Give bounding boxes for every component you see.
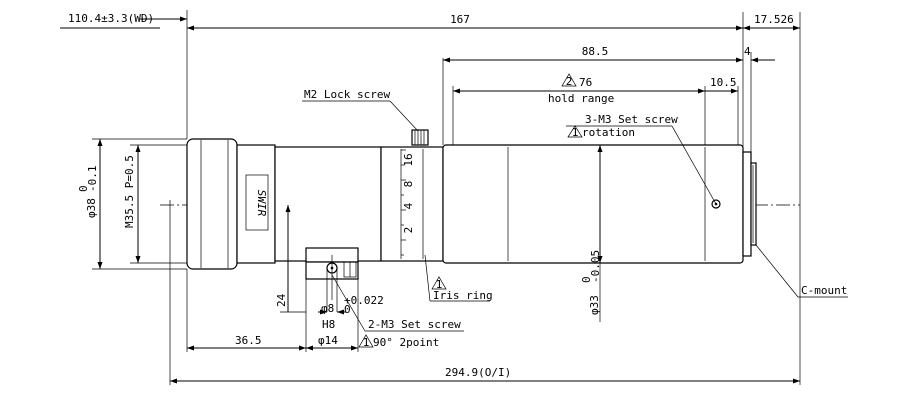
dimension-mount-width: 4 [730, 45, 775, 152]
c-mount-label: C-mount [801, 284, 847, 297]
rotation-set-screw-title: 3-M3 Set screw [585, 113, 678, 126]
mount-width-label: 4 [744, 45, 751, 58]
callout-rotation-set-screw: 3-M3 Set screw 1 rotation [566, 113, 717, 205]
dimension-bracket-offset: 36.5 [186, 269, 306, 352]
hold-range-value: 76 [579, 76, 592, 89]
note-marker-1: 1 [363, 336, 370, 349]
focus-barrel [274, 146, 382, 262]
c-mount-thread [750, 162, 757, 246]
callout-lock-screw: M2 Lock screw [302, 88, 419, 132]
working-distance-label: 110.4±3.3(WD) [68, 12, 154, 25]
dimension-hold-range: 2 76 hold range [452, 73, 706, 145]
dimension-body-to-mount: 88.5 [442, 45, 743, 145]
dimension-bracket-width: φ14 [306, 279, 359, 352]
flange-extension-label: 17.526 [754, 13, 794, 26]
total-length-label: 167 [450, 13, 470, 26]
right-offset-label: 10.5 [710, 76, 737, 89]
iris-scale-value: 2 [402, 227, 415, 234]
iris-scale-value: 4 [402, 202, 415, 209]
c-mount-flange [742, 151, 752, 257]
dimension-pin-diameter: φ8 +0.022 0 H8 [318, 268, 384, 331]
overall-length-label: 294.9(O/I) [445, 366, 511, 379]
lock-screw-head [411, 129, 429, 146]
pin-tol-lower: 0 [344, 303, 351, 316]
dimension-overall-length: 294.9(O/I) [169, 200, 800, 385]
callout-c-mount: C-mount [755, 244, 848, 298]
dimension-total-length: 167 [187, 13, 743, 31]
iris-ring [380, 146, 444, 262]
iris-scale-value: 8 [402, 181, 415, 188]
rotation-note: rotation [582, 126, 635, 139]
iris-scale-value: 16 [402, 153, 415, 166]
iris-ring-label: Iris ring [433, 289, 493, 302]
dimension-working-distance: 110.4±3.3(WD) [60, 10, 188, 139]
rear-barrel [442, 144, 744, 264]
2point-set-screw-title: 2-M3 Set screw [368, 318, 461, 331]
front-thread-section [236, 144, 276, 264]
front-thread-label: M35.5 P=0.5 [123, 155, 136, 228]
front-diameter-label: φ38 [85, 198, 98, 218]
dimension-rear-diameter: φ33 0 -0.05 [580, 145, 603, 322]
dimension-front-diameter: φ38 0 -0.1 [77, 138, 187, 270]
lock-screw-label: M2 Lock screw [304, 88, 390, 101]
front-diameter-tol-lower: -0.1 [86, 166, 99, 193]
pin-tol-upper: +0.022 [344, 294, 384, 307]
front-hood [186, 138, 238, 270]
rear-diameter-tol-upper: 0 [580, 276, 593, 283]
dimension-flange-extension: 17.526 [742, 12, 801, 385]
note-marker-1: 1 [436, 278, 443, 291]
iris-scale-numbers: 16 8 4 2 [402, 153, 415, 233]
dimension-mount-height: 24 [275, 205, 307, 352]
hold-range-label: hold range [548, 92, 614, 105]
mount-height-label: 24 [275, 293, 288, 307]
note-marker-1: 1 [572, 126, 579, 139]
rear-diameter-tol-lower: -0.05 [589, 250, 602, 283]
dimension-front-thread: M35.5 P=0.5 [123, 144, 187, 264]
mounting-bracket [305, 247, 359, 300]
pin-fit-label: H8 [322, 318, 335, 331]
pin-diameter-label: φ8 [321, 302, 334, 315]
brand-label: SWIR [255, 190, 268, 217]
lens-body: SWIR 16 8 4 2 [186, 129, 757, 300]
2point-note: 90° 2point [373, 336, 439, 349]
rear-diameter-label: φ33 [588, 295, 601, 315]
callout-2point-set-screw: 2-M3 Set screw 1 90° 2point [331, 274, 464, 349]
bracket-width-label: φ14 [318, 334, 338, 347]
iris-scale-ticks [401, 149, 406, 256]
front-diameter-tol-upper: 0 [77, 185, 90, 192]
callout-iris-ring: 1 Iris ring [424, 254, 493, 302]
brand-label-plate [245, 174, 269, 231]
bracket-offset-label: 36.5 [235, 334, 262, 347]
note-marker-2: 2 [566, 75, 573, 88]
body-to-mount-label: 88.5 [582, 45, 609, 58]
dimension-right-offset: 10.5 [705, 76, 739, 145]
